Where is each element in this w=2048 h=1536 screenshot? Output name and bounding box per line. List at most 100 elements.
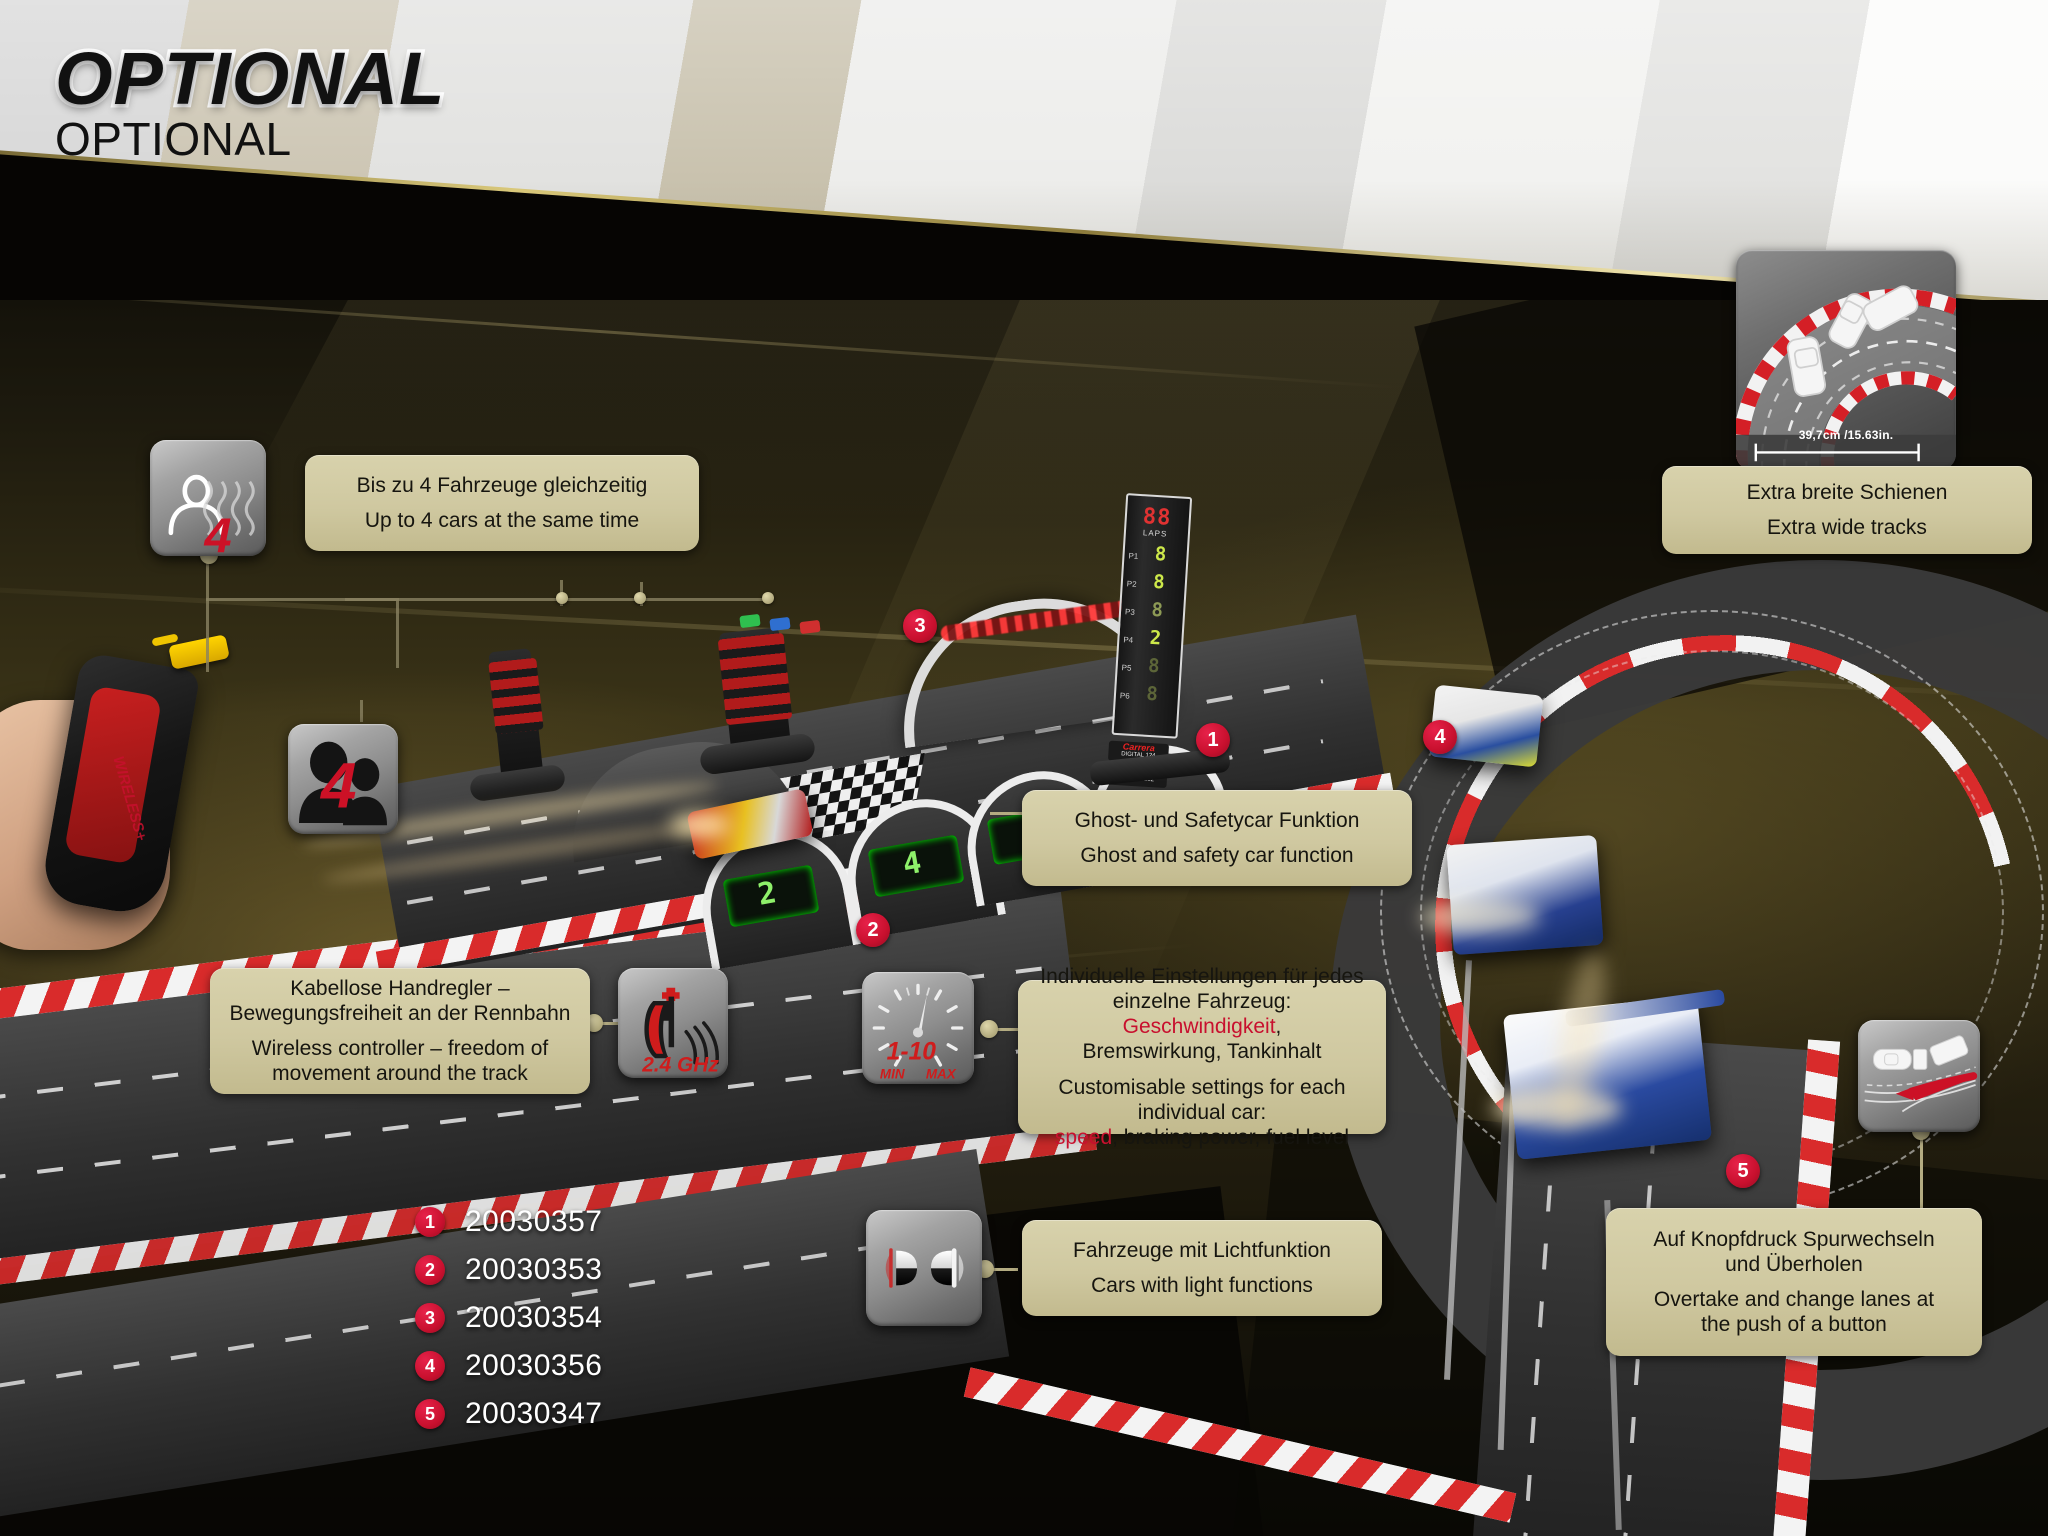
callout-line: Bremswirkung, Tankinhalt xyxy=(1082,1040,1322,1064)
svg-text:4: 4 xyxy=(204,510,232,556)
pit-tab-blue xyxy=(769,616,791,632)
connector-line xyxy=(990,812,1030,815)
callout-four-cars: Bis zu 4 Fahrzeuge gleichzeitig Up to 4 … xyxy=(305,455,699,551)
pit-tab-green xyxy=(739,613,761,629)
connector-line xyxy=(345,598,765,601)
lap-counter-row-value: 8 xyxy=(1154,542,1167,566)
part-number-code: 20030353 xyxy=(465,1253,603,1286)
lap-counter-row: P2 8 xyxy=(1126,569,1187,595)
icon-tile-wide-tracks[interactable]: 39,7cm /15.63in. xyxy=(1736,250,1956,470)
callout-line-suffix: , xyxy=(1275,1015,1282,1039)
part-number-row: 5 20030347 xyxy=(415,1390,602,1438)
part-number-row: 1 20030357 xyxy=(415,1198,602,1246)
scene-badge-2[interactable]: 2 xyxy=(856,913,890,947)
connector-node xyxy=(980,1020,998,1038)
connector-line xyxy=(360,700,363,722)
connector-line xyxy=(593,1022,627,1025)
lap-counter-row: P3 8 xyxy=(1125,597,1186,623)
icon-tile-speedometer[interactable]: 1-10 MIN MAX xyxy=(862,972,974,1084)
callout-line: Kabellose Handregler – xyxy=(290,976,510,1000)
callout-four-cars-en: Up to 4 cars at the same time xyxy=(364,509,640,532)
scene-badge-3[interactable]: 3 xyxy=(903,609,937,643)
controller-frequency-label: 2.4 GHz xyxy=(641,1053,719,1076)
pit-gantry-panels xyxy=(488,657,544,735)
lap-counter-laps-value: 88 xyxy=(1142,504,1173,531)
connector-line xyxy=(206,552,209,672)
lap-counter-row: P1 8 xyxy=(1128,541,1189,567)
callout-line: und Überholen xyxy=(1725,1252,1863,1276)
callout-line-prefix: einzelne Fahrzeug: xyxy=(1112,990,1292,1014)
scene-badge-5[interactable]: 5 xyxy=(1726,1154,1760,1188)
callout-light-functions: Fahrzeuge mit Lichtfunktion Cars with li… xyxy=(1022,1220,1382,1316)
icon-tile-light-functions[interactable] xyxy=(866,1210,982,1326)
lap-counter-row-label: P1 xyxy=(1128,551,1139,561)
scene-badge-1[interactable]: 1 xyxy=(1196,723,1230,757)
speedometer-min-label: MIN xyxy=(880,1066,905,1081)
callout-line: the push of a button xyxy=(1701,1313,1887,1337)
lap-counter-row: P4 2 xyxy=(1123,625,1184,651)
speedometer-range-label: 1-10 xyxy=(887,1038,937,1065)
icon-tile-four-players[interactable]: 4 xyxy=(150,440,266,556)
part-number-list: 1 20030357 2 20030353 3 20030354 4 20030… xyxy=(415,1198,602,1438)
lap-counter-row: P5 8 xyxy=(1121,653,1182,679)
connector-node xyxy=(762,592,774,604)
callout-light-functions-de: Fahrzeuge mit Lichtfunktion xyxy=(1073,1238,1331,1262)
callout-line: Bewegungsfreiheit an der Rennbahn xyxy=(229,1001,571,1025)
part-number-badge: 2 xyxy=(415,1255,445,1285)
lap-counter-row-value: 8 xyxy=(1147,654,1161,678)
lap-counter-row-label: P2 xyxy=(1126,579,1137,589)
callout-line: Overtake and change lanes at xyxy=(1653,1288,1935,1311)
part-number-code: 20030357 xyxy=(465,1205,603,1238)
lane-change-arrow-icon xyxy=(1864,1035,1978,1113)
two-players-icon: 4 xyxy=(299,741,387,826)
lap-counter-row-value: 8 xyxy=(1145,682,1159,706)
callout-light-functions-en: Cars with light functions xyxy=(1091,1274,1313,1297)
car-headlight-glow xyxy=(1420,900,1540,934)
callout-individual-settings: Individuelle Einstellungen für jedes ein… xyxy=(1018,965,1386,1149)
lap-counter-row-label: P4 xyxy=(1123,635,1134,645)
callout-wide-tracks-de: Extra breite Schienen xyxy=(1746,480,1948,504)
icon-tile-wireless-controller[interactable]: 2.4 GHz xyxy=(618,968,728,1078)
part-number-badge: 4 xyxy=(415,1351,445,1381)
part-number-badge: 1 xyxy=(415,1207,445,1237)
page-title-subtitle: OPTIONAL xyxy=(55,113,292,165)
callout-ghost-safetycar-en: Ghost and safety car function xyxy=(1080,844,1354,867)
connector-node xyxy=(634,592,646,604)
lap-counter-row-value: 8 xyxy=(1150,598,1164,622)
lap-counter-tower: 88 LAPS P1 8 P2 8 P3 8 P4 2 P5 8 P6 8 Ca… xyxy=(1100,493,1206,789)
speedometer-max-label: MAX xyxy=(926,1066,957,1081)
lap-counter-row-label: P3 xyxy=(1124,607,1136,617)
part-number-code: 20030347 xyxy=(465,1397,603,1430)
callout-individual-settings-en: Customisable settings for each individua… xyxy=(1034,1075,1370,1151)
callout-wide-tracks: Extra breite Schienen Extra wide tracks xyxy=(1662,466,2032,554)
callout-ghost-safetycar: Ghost- und Safetycar Funktion Ghost and … xyxy=(1022,790,1412,886)
four-players-wave-icon: 4 xyxy=(168,474,255,556)
connector-line xyxy=(206,598,396,601)
connector-line xyxy=(988,1028,1026,1031)
scene-badge-4[interactable]: 4 xyxy=(1423,720,1457,754)
wide-track-curve-icon xyxy=(1736,285,1956,470)
callout-wide-tracks-en: Extra wide tracks xyxy=(1767,516,1927,539)
headlights-icon xyxy=(885,1248,964,1288)
part-number-badge: 5 xyxy=(415,1399,445,1429)
part-number-row: 4 20030356 xyxy=(415,1342,602,1390)
callout-line: Individuelle Einstellungen für jedes xyxy=(1040,964,1364,988)
part-number-code: 20030354 xyxy=(465,1301,603,1334)
callout-four-cars-de: Bis zu 4 Fahrzeuge gleichzeitig xyxy=(356,473,648,497)
icon-tile-two-players[interactable]: 4 xyxy=(288,724,398,834)
connector-line xyxy=(984,1268,1018,1271)
callout-highlight-en: speed xyxy=(1054,1125,1113,1149)
icon-tile-lane-change[interactable] xyxy=(1858,1020,1980,1132)
callout-wireless-controller-en: Wireless controller – freedom of movemen… xyxy=(252,1036,548,1086)
lap-counter-laps-label: LAPS xyxy=(1142,528,1168,539)
lap-counter-row-value: 8 xyxy=(1152,570,1166,594)
callout-ghost-safetycar-de: Ghost- und Safetycar Funktion xyxy=(1074,808,1360,832)
part-number-badge: 3 xyxy=(415,1303,445,1333)
callout-line: Customisable settings for each individua… xyxy=(1058,1075,1346,1124)
page-title: OPTIONAL xyxy=(51,34,447,124)
connector-line xyxy=(1920,1130,1923,1240)
header-banner xyxy=(0,0,2048,300)
wireless-controller-icon: 2.4 GHz xyxy=(641,987,719,1076)
pit-tab-red xyxy=(799,619,821,635)
callout-line-suffix: , braking power, fuel level xyxy=(1112,1125,1350,1149)
